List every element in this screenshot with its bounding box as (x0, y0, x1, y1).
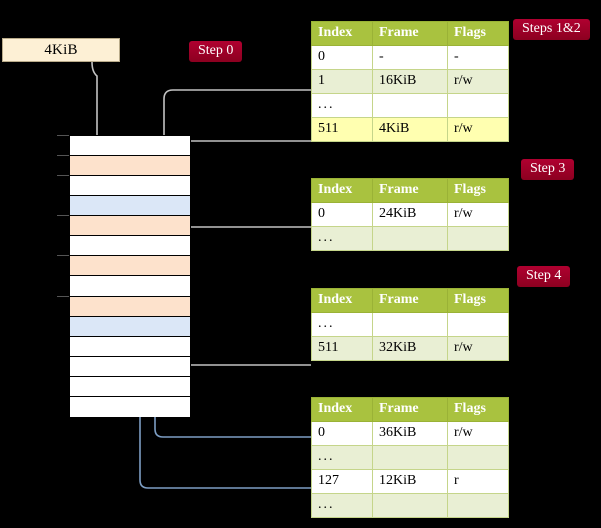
memory-tick (57, 175, 69, 176)
table-cell: 36KiB (372, 421, 448, 446)
memory-frame-row (70, 296, 190, 317)
memory-frame-row (70, 276, 190, 297)
table-cell: 127 (311, 469, 373, 494)
table-cell: ... (311, 445, 373, 470)
table-cell (447, 445, 509, 470)
column-header-index: Index (311, 178, 373, 203)
table-cell: 12KiB (372, 469, 448, 494)
memory-frame-row (70, 216, 190, 237)
table-row: 0-- (311, 45, 509, 70)
wire-steps12-b (173, 140, 311, 266)
physical-memory-column (69, 135, 191, 417)
column-header-frame: Frame (372, 397, 448, 422)
table-cell (372, 93, 448, 118)
table-cell: 511 (311, 117, 373, 142)
table-cell (447, 312, 509, 337)
badge-step-0: Step 0 (189, 41, 243, 63)
table-cell: 4KiB (372, 117, 448, 142)
memory-tick (57, 296, 69, 297)
table-cell (372, 312, 448, 337)
table-cell: - (447, 45, 509, 70)
table-cell: ... (311, 312, 373, 337)
memory-frame-row (70, 136, 190, 157)
memory-tick (57, 155, 69, 156)
table-cell: r/w (447, 336, 509, 361)
table-cell: r/w (447, 421, 509, 446)
memory-tick (57, 255, 69, 256)
table-cell: ... (311, 93, 373, 118)
column-header-frame: Frame (372, 21, 448, 46)
table-cell: 32KiB (372, 336, 448, 361)
table-cell: 0 (311, 202, 373, 227)
table-cell: r/w (447, 69, 509, 94)
column-header-flags: Flags (447, 178, 509, 203)
table-cell: r (447, 469, 509, 494)
table-cell (447, 493, 509, 518)
table-cell: 16KiB (372, 69, 448, 94)
memory-frame-row (70, 196, 190, 217)
table-cell: 511 (311, 336, 373, 361)
memory-frame-row (70, 156, 190, 177)
virtual-page-box: 4KiB (2, 38, 120, 62)
column-header-flags: Flags (447, 397, 509, 422)
wire-step4 (176, 312, 311, 366)
column-header-frame: Frame (372, 288, 448, 313)
table-row: ... (311, 93, 509, 118)
table-row: ... (311, 226, 509, 251)
table-cell: 24KiB (372, 202, 448, 227)
table-row: ... (311, 312, 509, 337)
memory-frame-row (70, 176, 190, 197)
table-cell: 1 (311, 69, 373, 94)
table-cell (372, 226, 448, 251)
table-cell (447, 226, 509, 251)
memory-frame-row (70, 356, 190, 377)
badge-step-3: Step 3 (521, 159, 575, 181)
table-row: ... (311, 493, 509, 518)
table-cell: 0 (311, 45, 373, 70)
column-header-frame: Frame (372, 178, 448, 203)
column-header-flags: Flags (447, 288, 509, 313)
memory-frame-row (70, 376, 190, 397)
table-cell: ... (311, 493, 373, 518)
column-header-index: Index (311, 288, 373, 313)
memory-frame-row (70, 236, 190, 257)
table-cell: ... (311, 226, 373, 251)
table-cell: - (372, 45, 448, 70)
table-cell (372, 445, 448, 470)
column-header-index: Index (311, 21, 373, 46)
table-cell: r/w (447, 202, 509, 227)
memory-tick (57, 215, 69, 216)
table-cell: 0 (311, 421, 373, 446)
badge-steps-1-2: Steps 1&2 (513, 19, 590, 41)
memory-tick (57, 135, 69, 136)
table-cell (372, 493, 448, 518)
table-row: ... (311, 445, 509, 470)
memory-frame-row (70, 396, 190, 417)
badge-step-4: Step 4 (517, 266, 571, 288)
virtual-page-label: 4KiB (44, 41, 78, 58)
memory-frame-row (70, 316, 190, 337)
memory-frame-row (70, 336, 190, 357)
table-cell: r/w (447, 117, 509, 142)
table-cell (447, 93, 509, 118)
wire-step3 (176, 226, 311, 272)
column-header-index: Index (311, 397, 373, 422)
column-header-flags: Flags (447, 21, 509, 46)
memory-frame-row (70, 256, 190, 277)
